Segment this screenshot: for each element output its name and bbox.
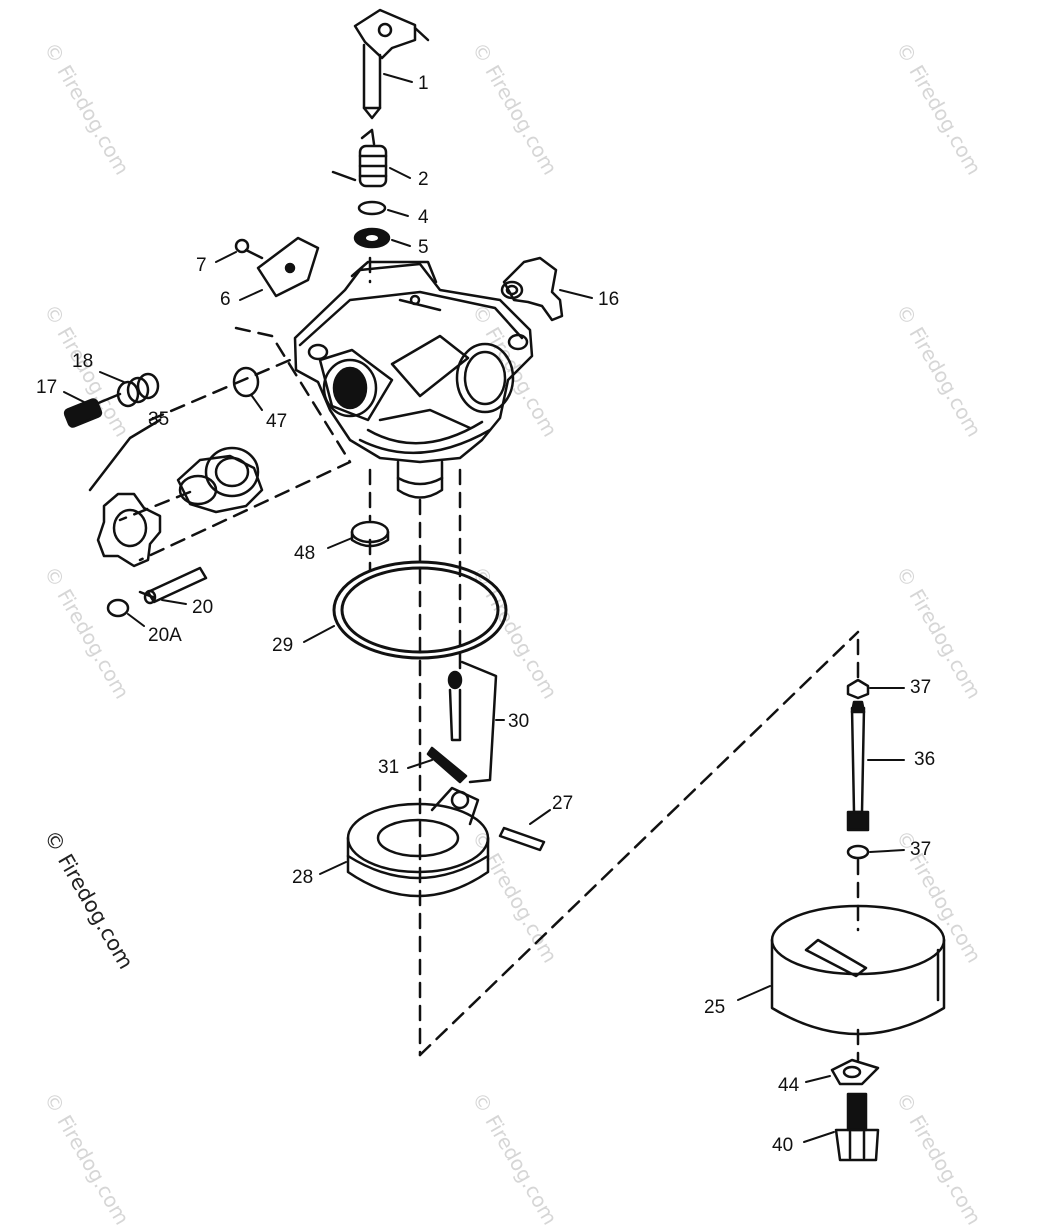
part-20a-clip bbox=[106, 598, 130, 618]
callout-40: 40 bbox=[772, 1135, 794, 1156]
part-20-pin bbox=[143, 566, 208, 605]
callout-30: 30 bbox=[508, 711, 530, 732]
callout-7: 7 bbox=[196, 255, 207, 276]
part-7-screw bbox=[234, 238, 264, 260]
callout-28: 28 bbox=[292, 867, 314, 888]
callout-37-bottom: 37 bbox=[910, 839, 932, 860]
part-28-float bbox=[346, 786, 490, 898]
callout-18: 18 bbox=[72, 351, 94, 372]
callout-44: 44 bbox=[778, 1075, 800, 1096]
part-47-o-ring bbox=[232, 366, 260, 398]
callout-27: 27 bbox=[552, 793, 574, 814]
part-2-spring bbox=[331, 128, 388, 188]
part-37-washer-top bbox=[846, 678, 870, 700]
part-36-main-jet bbox=[846, 700, 870, 832]
callout-5: 5 bbox=[418, 237, 429, 258]
part-37-washer-bottom bbox=[846, 844, 870, 860]
part-40-bowl-nut bbox=[834, 1092, 880, 1162]
callout-25: 25 bbox=[704, 997, 726, 1018]
callout-35: 35 bbox=[148, 409, 170, 430]
callout-29: 29 bbox=[272, 635, 294, 656]
part-1-shaft bbox=[353, 8, 430, 120]
part-4-washer bbox=[357, 200, 387, 216]
part-17-idle-screw bbox=[63, 392, 122, 428]
part-18-spring bbox=[116, 372, 160, 408]
part-35-primer bbox=[88, 418, 264, 568]
callout-1: 1 bbox=[418, 73, 429, 94]
part-16-fitting bbox=[500, 256, 564, 322]
assembly-guide-lines bbox=[118, 256, 860, 1062]
part-27-pin bbox=[498, 826, 546, 852]
callout-37-top: 37 bbox=[910, 677, 932, 698]
part-25-float-bowl bbox=[770, 904, 946, 1036]
carburetor-body bbox=[293, 260, 534, 499]
part-30-needle bbox=[447, 660, 498, 784]
callout-48: 48 bbox=[294, 543, 316, 564]
leader-lines bbox=[63, 73, 905, 1143]
callout-16: 16 bbox=[598, 289, 620, 310]
callout-36: 36 bbox=[914, 749, 936, 770]
part-29-gasket bbox=[332, 560, 508, 660]
callout-4: 4 bbox=[418, 207, 429, 228]
carburetor-exploded-diagram bbox=[63, 8, 946, 1162]
callout-47: 47 bbox=[266, 411, 288, 432]
callout-2: 2 bbox=[418, 169, 429, 190]
part-44-washer bbox=[830, 1058, 880, 1086]
callout-17: 17 bbox=[36, 377, 58, 398]
callout-6: 6 bbox=[220, 289, 231, 310]
callout-31: 31 bbox=[378, 757, 400, 778]
callout-20a: 20A bbox=[148, 625, 182, 646]
part-6-choke-plate bbox=[256, 236, 320, 298]
part-31-hinge-pin bbox=[426, 746, 468, 784]
callout-20: 20 bbox=[192, 597, 214, 618]
